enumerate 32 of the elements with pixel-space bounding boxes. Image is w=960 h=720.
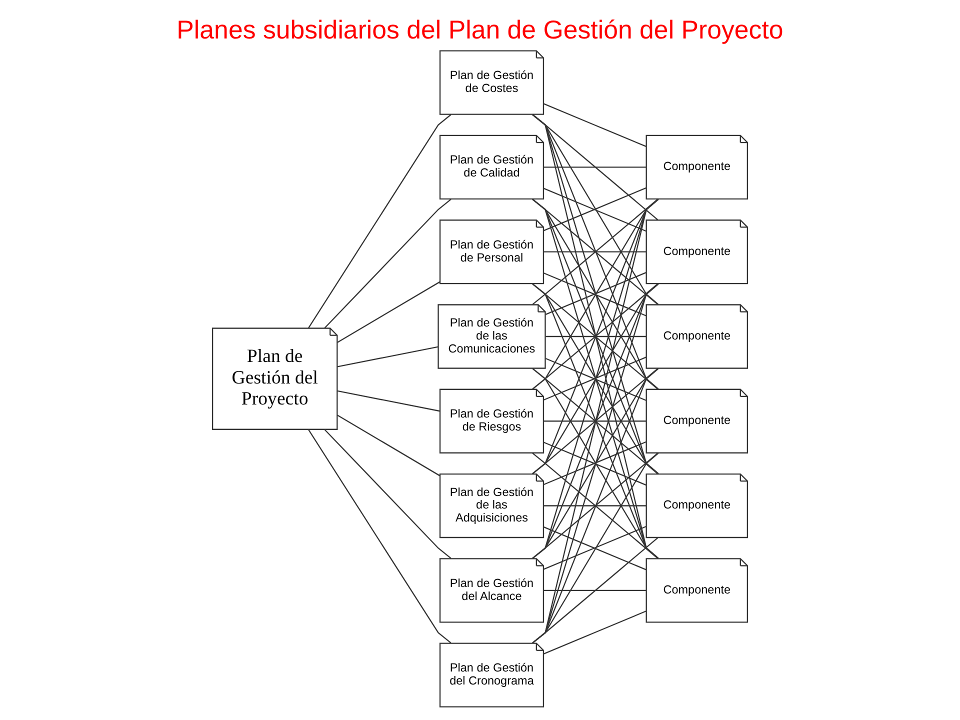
connector (337, 346, 438, 368)
connector (337, 414, 440, 476)
connector (324, 198, 452, 328)
connector (532, 198, 659, 474)
connector (544, 166, 646, 168)
connector (324, 429, 452, 559)
connector (532, 198, 659, 644)
connector (337, 390, 440, 412)
connector (532, 283, 659, 474)
connector (544, 420, 646, 422)
diagram-title: Planes subsidiarios del Plan de Gestión del Proyecto (176, 16, 784, 45)
connector (337, 281, 440, 343)
connector (308, 429, 452, 644)
connector (532, 198, 658, 305)
connector (308, 114, 452, 328)
connector (532, 198, 659, 559)
connector (543, 610, 646, 654)
connector (532, 368, 658, 474)
connector (544, 505, 646, 506)
connector (532, 368, 659, 559)
connector (532, 283, 659, 644)
connector (543, 103, 646, 148)
connector (544, 590, 646, 591)
connector (532, 452, 659, 644)
connector (532, 198, 659, 390)
connector (532, 368, 659, 644)
connector (532, 537, 658, 644)
connector (532, 283, 659, 559)
connector (544, 251, 646, 252)
connector (532, 114, 659, 559)
connector (546, 336, 646, 338)
connector (532, 452, 658, 559)
